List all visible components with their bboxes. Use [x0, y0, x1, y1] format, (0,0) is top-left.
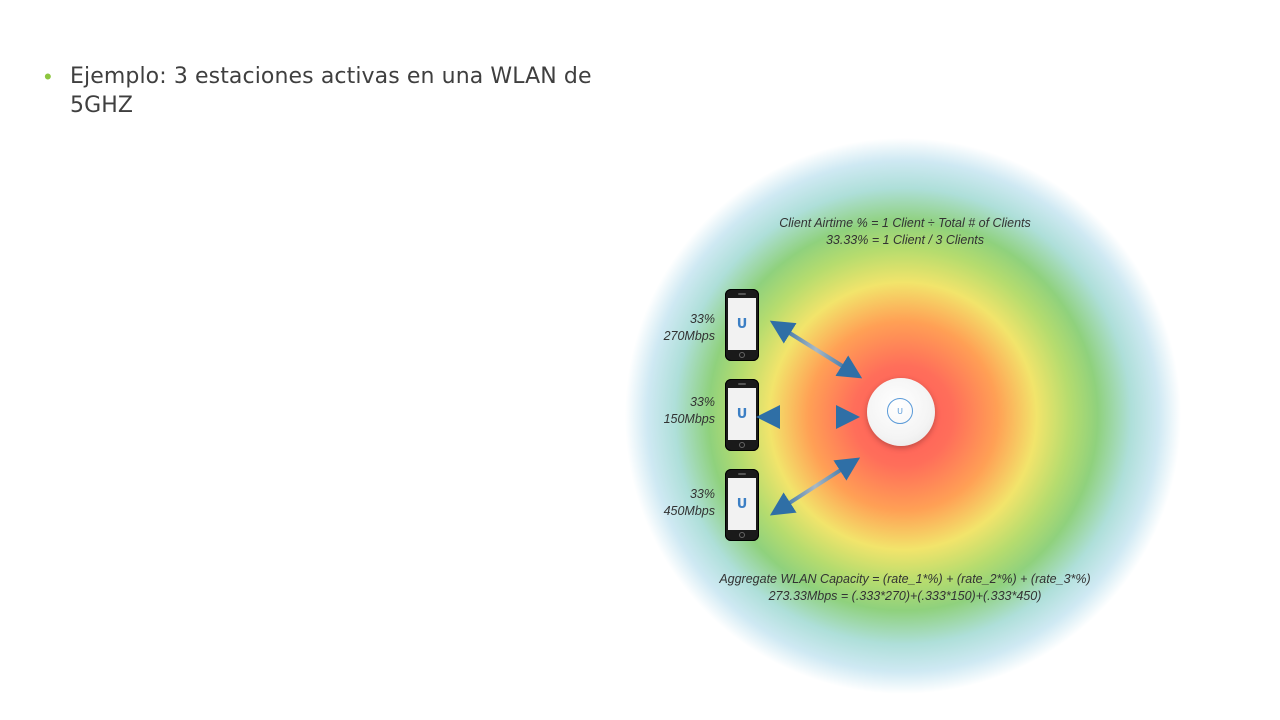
capacity-formula: Aggregate WLAN Capacity = (rate_1*%) + (…	[690, 571, 1120, 605]
bullet-item: • Ejemplo: 3 estaciones activas en una W…	[44, 62, 624, 120]
client-3-smartphone-icon: U	[725, 469, 759, 541]
client-1-rate: 270Mbps	[663, 329, 715, 343]
client-3-rate: 450Mbps	[663, 504, 715, 518]
bullet-dot-icon: •	[44, 64, 52, 89]
client-1-share: 33%	[689, 312, 715, 326]
client-3-logo: U	[736, 496, 748, 512]
client-3-double-arrow-icon	[769, 457, 861, 516]
airtime-formula-line2: 33.33% = 1 Client / 3 Clients	[825, 233, 985, 247]
client-2-share: 33%	[689, 395, 715, 409]
client-3-share: 33%	[689, 487, 715, 501]
airtime-formula: Client Airtime % = 1 Client ÷ Total # of…	[720, 215, 1090, 249]
capacity-formula-line2: 273.33Mbps = (.333*270)+(.333*150)+(.333…	[768, 589, 1042, 603]
client-2-rate: 150Mbps	[663, 412, 715, 426]
client-1-double-arrow-icon	[769, 320, 863, 379]
access-point-icon: U	[867, 378, 935, 446]
client-1-label: 33% 270Mbps	[635, 311, 715, 345]
client-2-smartphone-icon: U	[725, 379, 759, 451]
client-1-smartphone-icon: U	[725, 289, 759, 361]
client-1-logo: U	[736, 316, 748, 332]
client-2-label: 33% 150Mbps	[635, 394, 715, 428]
access-point-logo: U	[897, 406, 903, 416]
client-2-logo: U	[736, 406, 748, 422]
airtime-formula-line1: Client Airtime % = 1 Client ÷ Total # of…	[779, 216, 1031, 230]
bullet-text: Ejemplo: 3 estaciones activas en una WLA…	[70, 64, 592, 118]
capacity-formula-line1: Aggregate WLAN Capacity = (rate_1*%) + (…	[719, 572, 1091, 586]
client-3-label: 33% 450Mbps	[635, 486, 715, 520]
